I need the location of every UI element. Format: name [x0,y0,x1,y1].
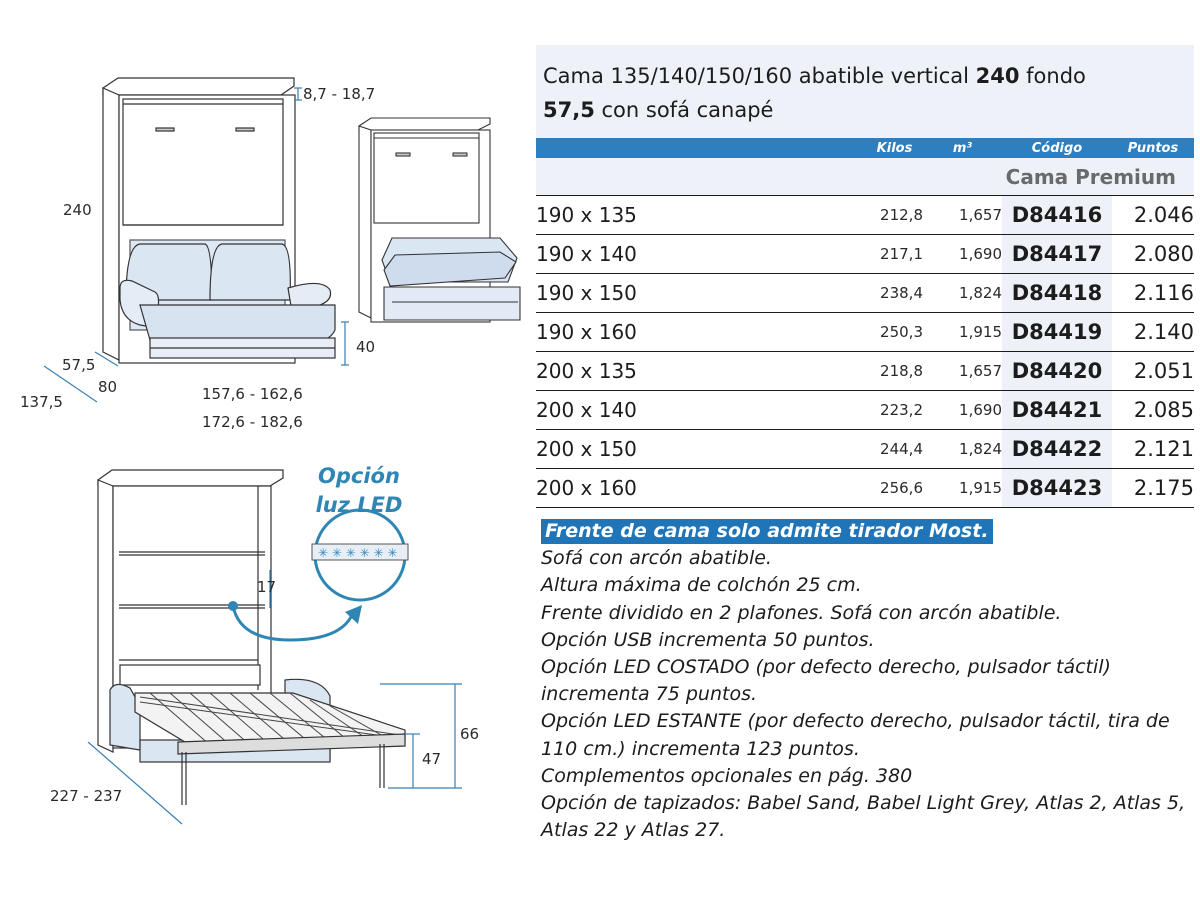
note-line: Sofá con arcón abatible. [541,547,772,570]
led-option-line1: Opción [318,464,400,488]
row-m3: 1,690 [923,390,1002,430]
led-option-line2: luz LED [315,493,403,517]
dim-bed-height: 66 [460,725,480,743]
row-code: D84422 [1002,429,1112,469]
note-line: Opción USB incrementa 50 puntos. [541,628,875,651]
title-depth: 57,5 [543,98,595,122]
dim-sofa-height: 40 [356,338,376,356]
product-title: Cama 135/140/150/160 abatible vertical 2… [536,45,1194,138]
grade-label: Cama Premium [536,158,1194,196]
dim-depth-cabinet: 57,5 [62,356,96,374]
product-drawings: ✳ ✳ ✳ ✳ ✳ ✳ [43,77,521,825]
row-size: 200 x 140 [536,390,866,430]
note-line: Opción LED COSTADO (por defecto derecho,… [541,656,1111,706]
row-kilos: 212,8 [866,195,923,235]
row-m3: 1,915 [923,468,1002,508]
row-kilos: 218,8 [866,351,923,391]
dim-bed-length: 227 - 237 [50,787,123,805]
dim-height: 240 [63,201,92,219]
title-line-1: Cama 135/140/150/160 abatible vertical 2… [543,59,1194,93]
row-size: 200 x 135 [536,351,866,391]
dim-shelf: 17 [257,578,277,596]
row-points: 2.051 [1112,351,1194,391]
row-m3: 1,824 [923,273,1002,313]
row-code: D84417 [1002,234,1112,274]
note-line: Complementos opcionales en pág. 380 [541,764,913,787]
col-m3-header: m³ [923,138,1002,158]
note-line: Opción de tapizados: Babel Sand, Babel L… [541,792,1186,842]
led-callout: ✳ ✳ ✳ ✳ ✳ ✳ [228,508,409,642]
title-height: 240 [975,64,1020,88]
closed-bed-sofa-drawing [43,77,349,403]
title-part: con sofá canapé [594,98,774,122]
row-size: 190 x 135 [536,195,866,235]
row-m3: 1,690 [923,234,1002,274]
row-kilos: 223,2 [866,390,923,430]
row-m3: 1,824 [923,429,1002,469]
row-m3: 1,657 [923,351,1002,391]
row-m3: 1,657 [923,195,1002,235]
product-panel: Cama 135/140/150/160 abatible vertical 2… [536,45,1194,508]
notes-highlight: Frente de cama solo admite tirador Most. [541,519,993,544]
title-part: Cama 135/140/150/160 abatible vertical [543,64,976,88]
row-size: 200 x 160 [536,468,866,508]
row-points: 2.175 [1112,468,1194,508]
row-kilos: 250,3 [866,312,923,352]
row-code: D84419 [1002,312,1112,352]
open-storage-sofa-drawing [358,117,521,323]
row-points: 2.116 [1112,273,1194,313]
row-size: 190 x 150 [536,273,866,313]
row-kilos: 256,6 [866,468,923,508]
note-line: Altura máxima de colchón 25 cm. [541,574,862,597]
row-code: D84421 [1002,390,1112,430]
dim-top-gap: 8,7 - 18,7 [303,85,376,103]
note-line: Frente dividido en 2 plafones. Sofá con … [541,601,1062,624]
dim-width-2: 172,6 - 182,6 [202,413,303,431]
svg-text:✳ ✳ ✳ ✳ ✳ ✳: ✳ ✳ ✳ ✳ ✳ ✳ [318,546,397,560]
notes-list: Sofá con arcón abatible. Altura máxima de… [541,545,1191,844]
dim-bed-leg: 47 [422,750,442,768]
row-code: D84416 [1002,195,1112,235]
price-table: Kilos m³ Código Puntos Cama Premium 190 … [536,138,1194,508]
row-size: 200 x 150 [536,429,866,469]
title-line-2: 57,5 con sofá canapé [543,93,1194,127]
row-points: 2.140 [1112,312,1194,352]
col-points-header: Puntos [1112,138,1194,158]
row-code: D84418 [1002,273,1112,313]
dim-width-1: 157,6 - 162,6 [202,385,303,403]
col-code-header: Código [1002,138,1112,158]
row-kilos: 238,4 [866,273,923,313]
dim-depth-total: 137,5 [20,393,63,411]
row-points: 2.085 [1112,390,1194,430]
row-kilos: 244,4 [866,429,923,469]
product-notes: Frente de cama solo admite tirador Most.… [541,518,1191,844]
table-header-row: Kilos m³ Código Puntos [536,138,1194,158]
row-size: 190 x 160 [536,312,866,352]
row-points: 2.046 [1112,195,1194,235]
row-m3: 1,915 [923,312,1002,352]
row-points: 2.121 [1112,429,1194,469]
row-code: D84420 [1002,351,1112,391]
row-size: 190 x 140 [536,234,866,274]
open-bed-drawing [87,469,462,825]
row-code: D84423 [1002,468,1112,508]
dim-depth-sofa: 80 [98,378,118,396]
table-subheader-row: Cama Premium [536,158,1194,196]
row-kilos: 217,1 [866,234,923,274]
col-size-header [536,138,866,158]
col-kilos-header: Kilos [866,138,923,158]
led-option-label: Opción luz LED [300,462,418,520]
note-line: Opción LED ESTANTE (por defecto derecho,… [541,710,1170,760]
row-points: 2.080 [1112,234,1194,274]
title-part: fondo [1019,64,1086,88]
